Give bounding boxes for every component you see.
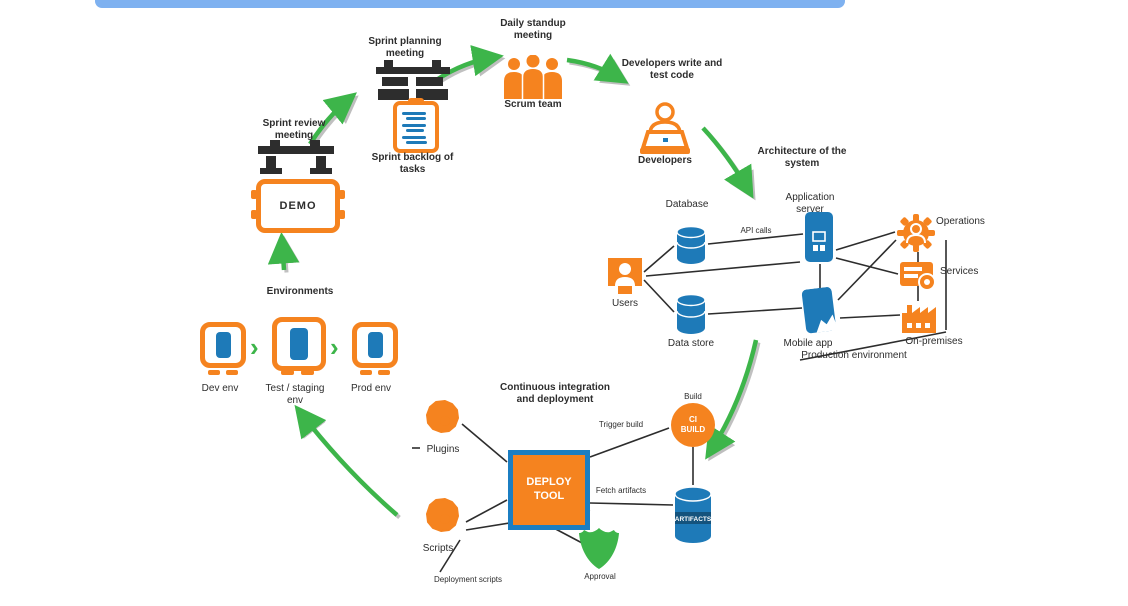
dev-env-icon <box>200 322 246 368</box>
prod-environment-label: Production environment <box>801 350 907 361</box>
plugin-gear-icon <box>424 400 466 442</box>
datastore-label: Data store <box>667 338 715 349</box>
services-label: Services <box>940 266 979 277</box>
deploy-tool-label: DEPLOY TOOL <box>526 476 572 502</box>
planning-title: Sprint planning meeting <box>368 36 442 59</box>
services-server-icon <box>900 262 936 292</box>
ci-build-label: CI BUILD <box>680 415 706 434</box>
database-cylinder-icon <box>676 225 706 264</box>
operations-gear-user-icon <box>897 214 935 252</box>
artifacts-cylinder-icon: ARTIFACTS <box>674 486 712 544</box>
artifacts-text: ARTIFACTS <box>675 516 712 523</box>
users-terminal-icon <box>606 256 644 294</box>
scrum-team-label: Scrum team <box>504 99 562 110</box>
scripts-caption: Deployment scripts <box>433 575 503 584</box>
prod-env-label: Prod env <box>350 383 392 394</box>
demo-screen-text: DEMO <box>279 200 317 212</box>
cicd-title: Continuous integration and deployment <box>500 382 610 405</box>
arrow-review-to-planning <box>308 92 357 146</box>
operations-label: Operations <box>936 216 985 227</box>
arrow-planning-to-team <box>436 45 504 81</box>
backlog-label: Sprint backlog of tasks <box>371 152 454 175</box>
mobile-app-label: Mobile app <box>783 338 833 349</box>
scripts-gear-icon <box>424 497 466 541</box>
scrum-team-icon <box>502 54 564 99</box>
app-phone-icon <box>805 212 833 262</box>
factory-icon <box>902 303 938 333</box>
chevron-right-icon: › <box>250 332 259 362</box>
ci-build-circle: CI BUILD <box>671 403 715 447</box>
planning-board-icon <box>374 60 452 100</box>
plugin1-label: Plugins <box>426 444 460 455</box>
approval-label: Approval <box>584 572 616 581</box>
datastore-cylinder-icon <box>676 293 706 334</box>
arrow-developers-to-architecture <box>701 126 754 199</box>
ci-caption: Build <box>684 392 702 401</box>
test-env-label: Test / staging env <box>265 383 325 406</box>
mobile-app-icon <box>799 286 840 336</box>
developer-label: Developers <box>638 155 692 166</box>
cycle-arrows <box>267 45 759 517</box>
build-line-label: Trigger build <box>598 420 644 429</box>
users-label: Users <box>611 298 639 309</box>
arrow-team-to-developers <box>566 53 629 84</box>
environments-title: Environments <box>266 286 334 297</box>
review-title: Sprint review meeting <box>262 118 326 141</box>
plugin2-label: Scripts <box>422 543 454 554</box>
arrow-ci-to-environments <box>294 404 399 517</box>
app-server-label: Application server <box>785 192 835 215</box>
arrow-architecture-to-ci <box>705 339 759 460</box>
onprem-label: On-premises <box>905 336 963 347</box>
database-label: Database <box>665 199 709 210</box>
architecture-connectors <box>643 231 947 361</box>
test-env-icon <box>272 317 326 371</box>
demo-screen-icon: DEMO <box>251 179 345 233</box>
prod-env-icon <box>352 322 398 368</box>
chevron-right-icon: › <box>330 332 339 362</box>
standup-title: Daily standup meeting <box>500 18 566 41</box>
developer-title: Developers write and test code <box>621 58 723 81</box>
approval-shield-icon <box>578 526 620 570</box>
api-calls-label: API calls <box>740 226 772 235</box>
fetch-line-label: Fetch artifacts <box>595 486 647 495</box>
backlog-clipboard-icon <box>393 98 439 153</box>
architecture-title: Architecture of the system <box>757 146 847 169</box>
review-desk-icon <box>258 140 334 174</box>
top-banner <box>95 0 845 8</box>
deploy-tool-box: DEPLOY TOOL <box>508 450 590 530</box>
clipboard-clip <box>408 98 424 105</box>
developer-laptop-icon <box>638 100 692 156</box>
arrow-environments-to-review <box>267 232 300 271</box>
dev-env-label: Dev env <box>201 383 239 394</box>
